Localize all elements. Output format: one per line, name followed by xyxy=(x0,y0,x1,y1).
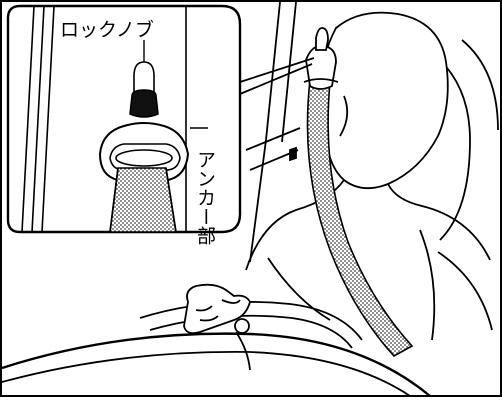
car-interior-scene xyxy=(1,1,499,397)
finger-2 xyxy=(199,315,219,322)
rear-window-edge xyxy=(461,39,499,131)
window-sill-line xyxy=(245,127,301,151)
inset-pillar-line-2 xyxy=(31,6,45,232)
callout-line-top xyxy=(239,57,315,83)
thumb xyxy=(221,299,241,304)
belt-anchor xyxy=(305,44,337,90)
label-leaders xyxy=(143,40,208,129)
inset-belt-webbing xyxy=(109,167,177,232)
driver-side-line xyxy=(419,229,436,341)
anchor-slot xyxy=(303,78,339,83)
inset-belt-edge-left xyxy=(109,167,119,232)
belt-anchor-knob xyxy=(315,27,329,51)
anchor-part-label: アンカー部 xyxy=(194,150,216,245)
lock-knob-label: ロックノブ xyxy=(60,18,154,41)
steering-column-knob xyxy=(234,318,250,334)
belt-guide-mark xyxy=(289,146,297,162)
driver-hand xyxy=(183,283,251,335)
pillar-edge-mid xyxy=(281,1,297,143)
finger-1 xyxy=(195,305,213,312)
driver-shoulder-right xyxy=(387,183,491,261)
steering-column xyxy=(235,331,251,371)
driver-chest-line xyxy=(267,257,331,321)
callout-lines xyxy=(239,57,315,95)
driver-arm-right xyxy=(437,251,493,331)
inset-frame xyxy=(6,4,242,234)
inset-magnified-view: ロックノブ アンカー部 xyxy=(6,4,242,245)
pillar-edge-left xyxy=(249,1,281,263)
inset-belt-edge-right xyxy=(165,167,177,232)
inset-pillar-line-1 xyxy=(21,6,35,232)
lock-knob-base xyxy=(129,89,159,118)
lock-knob xyxy=(133,61,155,97)
callout-line-bottom xyxy=(239,63,313,95)
driver-ear xyxy=(339,95,349,137)
steering-wheel-rim xyxy=(139,301,363,341)
inset-pillar-line-3 xyxy=(41,6,55,232)
dashboard-curve xyxy=(1,332,431,397)
dashboard-curve-inner xyxy=(1,350,411,397)
seat-belt-webbing xyxy=(306,79,414,358)
anchor-slot-opening xyxy=(115,149,173,167)
